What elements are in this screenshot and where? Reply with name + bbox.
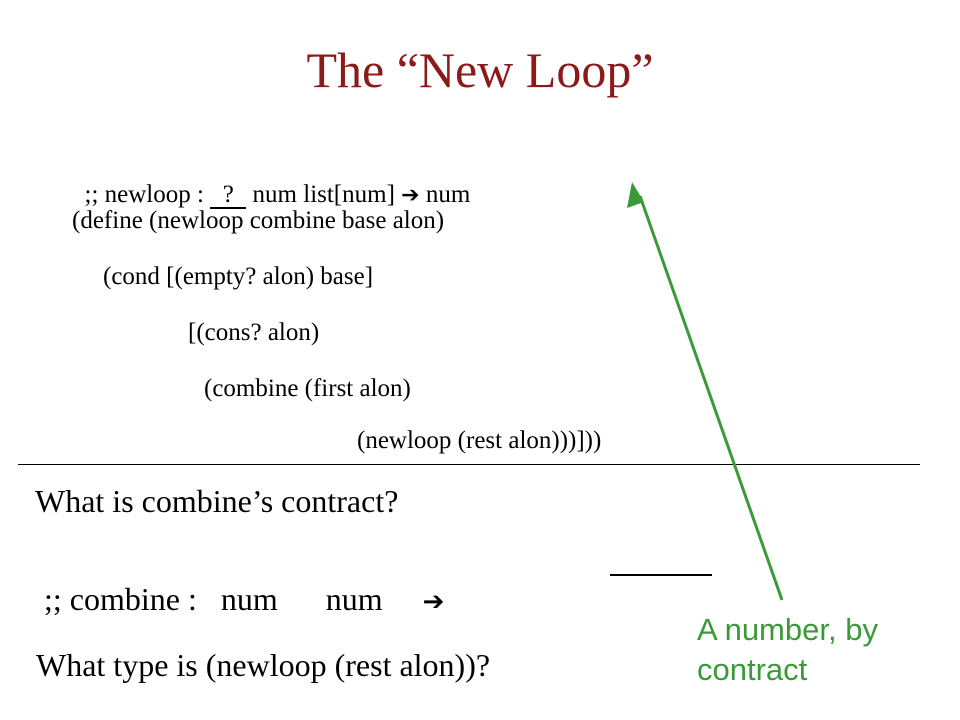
code-line-combine: (combine (first alon) [204,375,411,402]
code-line-define: (define (newloop combine base alon) [72,207,445,234]
newloop-contract: ;; newloop : ? num list[num] ➔ num [72,150,470,210]
contract-blank: ? [210,181,247,209]
question-newloop-type: What type is (newloop (rest alon))? [36,647,491,683]
divider-line [18,464,920,465]
code-line-recursion: (newloop (rest alon)))])) [357,427,602,454]
code-line-cond: (cond [(empty? alon) base] [103,263,374,290]
code-line-cons: [(cons? alon) [188,319,320,346]
arrow-right-icon: ➔ [422,587,445,617]
contract-prefix: ;; newloop : [84,181,211,208]
annotation-text: A number, by contract [697,610,947,691]
arrow-right-icon: ➔ [401,182,420,207]
slide-title: The “New Loop” [306,42,654,98]
combine-contract: ;; combine : num num ➔ [28,542,444,619]
annotation-line-1: A number, by [697,612,878,647]
combine-contract-prefix: ;; combine : num num [44,581,423,618]
question-combine-contract: What is combine’s contract? [35,483,399,519]
contract-result: num [419,181,471,208]
contract-args: num list[num] [246,181,402,208]
annotation-line-2: contract [697,652,808,688]
combine-result-blank [610,574,712,576]
